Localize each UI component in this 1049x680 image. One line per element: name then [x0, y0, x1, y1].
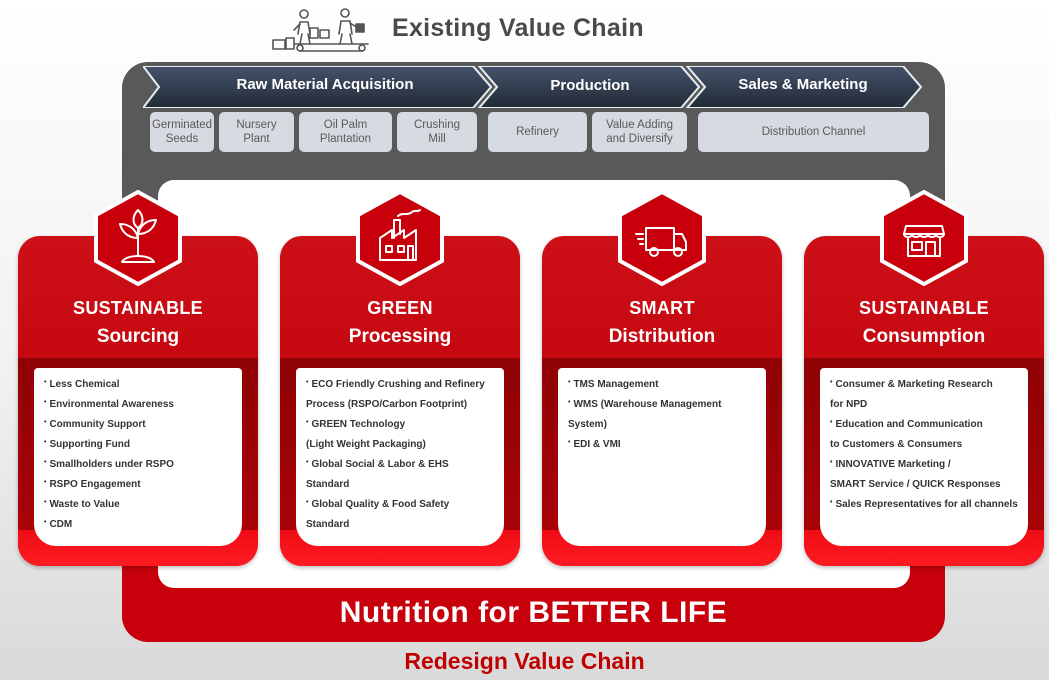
list-item: Consumer & Marketing Research for NPD — [830, 375, 1022, 415]
list-item: Smallholders under RSPO — [44, 455, 236, 475]
subbox-label: Distribution Channel — [761, 125, 866, 138]
list-item: Community Support — [44, 415, 236, 435]
card-title: SMART — [629, 298, 695, 318]
list-item: Supporting Fund — [44, 435, 236, 455]
list-item: Sales Representatives for all channels — [830, 495, 1022, 515]
chevron-label-raw-material: Raw Material Acquisition — [236, 76, 414, 93]
list-item: ECO Friendly Crushing and Refinery Proce… — [306, 375, 498, 415]
list-item: INNOVATIVE Marketing / SMART Service / Q… — [830, 455, 1022, 495]
card-sustainable-consumption: SUSTAINABLE Consumption Consumer & Marke… — [804, 236, 1044, 566]
storefront-icon — [880, 190, 968, 286]
card-sustainable-sourcing: SUSTAINABLE Sourcing Less Chemical Envir… — [18, 236, 258, 566]
subbox-value-adding: Value Adding and Diversify — [592, 112, 687, 152]
plant-sprout-icon — [94, 190, 182, 286]
subbox-nursery-plant: Nursery Plant — [219, 112, 294, 152]
card-subtitle: Consumption — [862, 326, 986, 347]
list-item: CDM — [44, 515, 236, 535]
list-item: WMS (Warehouse Management System) — [568, 395, 760, 435]
card-body: ECO Friendly Crushing and Refinery Proce… — [296, 368, 504, 546]
card-body: Less Chemical Environmental Awareness Co… — [34, 368, 242, 546]
subbox-label: Nursery Plant — [236, 118, 277, 145]
card-body: Consumer & Marketing Research for NPD Ed… — [820, 368, 1028, 546]
subbox-label: Germinated Seeds — [151, 118, 213, 145]
chevron-bar — [143, 66, 923, 108]
card-title: GREEN — [367, 298, 433, 318]
subbox-oil-palm-plantation: Oil Palm Plantation — [299, 112, 392, 152]
list-item: Environmental Awareness — [44, 395, 236, 415]
list-item: Global Quality & Food Safety Standard — [306, 495, 498, 535]
card-green-processing: GREEN Processing ECO Friendly Crushing a… — [280, 236, 520, 566]
card-title: SUSTAINABLE — [859, 298, 989, 318]
subbox-label: Refinery — [516, 125, 559, 138]
subbox-refinery: Refinery — [488, 112, 587, 152]
list-item: Less Chemical — [44, 375, 236, 395]
chevron-label-sales-marketing: Sales & Marketing — [738, 76, 868, 93]
nutrition-banner: Nutrition for BETTER LIFE — [339, 596, 728, 629]
card-title: SUSTAINABLE — [73, 298, 203, 318]
list-item: Global Social & Labor & EHS Standard — [306, 455, 498, 495]
white-panel — [158, 180, 910, 588]
card-subtitle: Sourcing — [96, 326, 180, 347]
subbox-label: Value Adding and Diversify — [606, 118, 673, 145]
card-body: TMS Management WMS (Warehouse Management… — [558, 368, 766, 546]
chevron-label-production: Production — [550, 77, 630, 94]
workers-conveyor-icon — [272, 8, 369, 52]
list-item: Education and Communication to Customers… — [830, 415, 1022, 455]
subbox-label: Crushing Mill — [413, 118, 461, 145]
redesign-value-chain-title: Redesign Value Chain — [404, 648, 645, 674]
list-item: Waste to Value — [44, 495, 236, 515]
chevron-production — [477, 66, 701, 108]
card-subtitle: Processing — [348, 326, 452, 347]
list-item: RSPO Engagement — [44, 475, 236, 495]
card-subtitle: Distribution — [608, 326, 716, 347]
existing-value-chain-title: Existing Value Chain — [392, 14, 644, 42]
card-smart-distribution: SMART Distribution TMS Management WMS (W… — [542, 236, 782, 566]
subbox-label: Oil Palm Plantation — [319, 118, 372, 145]
list-item: GREEN Technology (Light Weight Packaging… — [306, 415, 498, 455]
chevron-raw-material — [143, 66, 493, 108]
delivery-truck-icon — [618, 190, 706, 286]
subbox-crushing-mill: Crushing Mill — [397, 112, 477, 152]
subbox-germinated-seeds: Germinated Seeds — [150, 112, 214, 152]
list-item: EDI & VMI — [568, 435, 760, 455]
subbox-distribution-channel: Distribution Channel — [698, 112, 929, 152]
factory-icon — [356, 190, 444, 286]
chevron-sales-marketing — [685, 66, 923, 108]
list-item: TMS Management — [568, 375, 760, 395]
